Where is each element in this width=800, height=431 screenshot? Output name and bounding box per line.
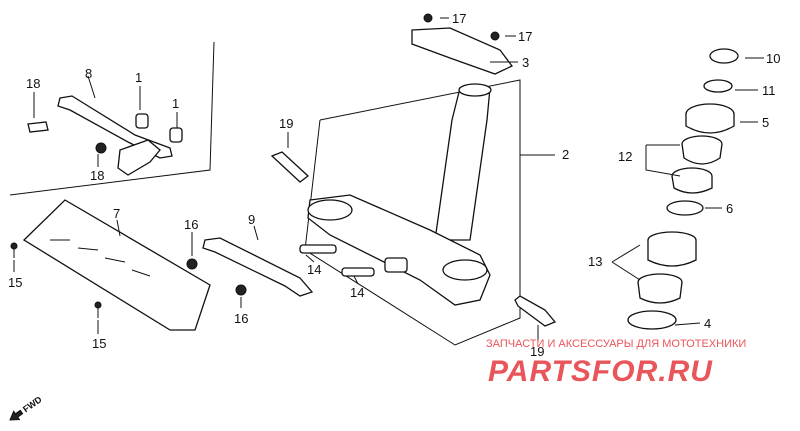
callout-8: 8 — [85, 66, 92, 81]
callout-15b: 15 — [92, 336, 106, 351]
callout-4: 4 — [704, 316, 711, 331]
callout-1b: 1 — [172, 96, 179, 111]
part-lower-bracket — [186, 237, 314, 297]
callout-19a: 19 — [279, 116, 293, 131]
part-headlight-bracket — [27, 95, 183, 176]
callout-19b: 19 — [530, 344, 544, 359]
callout-5: 5 — [762, 115, 769, 130]
callout-17b: 17 — [518, 29, 532, 44]
fwd-arrow-icon — [9, 409, 24, 421]
callout-7: 7 — [113, 206, 120, 221]
watermark: ЗАПЧАСТИ И АКСЕССУАРЫ ДЛЯ МОТОТЕХНИКИ PA… — [486, 338, 746, 388]
callout-2: 2 — [562, 147, 569, 162]
callout-15a: 15 — [8, 275, 22, 290]
callout-16a: 16 — [184, 217, 198, 232]
part-upper-plate — [411, 13, 513, 75]
callout-1a: 1 — [135, 70, 142, 85]
callout-14a: 14 — [307, 262, 321, 277]
leader-lines — [13, 17, 764, 342]
callout-16b: 16 — [234, 311, 248, 326]
callout-9: 9 — [248, 212, 255, 227]
watermark-caption: ЗАПЧАСТИ И АКСЕССУАРЫ ДЛЯ МОТОТЕХНИКИ — [486, 338, 746, 350]
callout-11: 11 — [762, 83, 776, 98]
callout-18b: 18 — [90, 168, 104, 183]
part-small-bolts — [10, 242, 102, 318]
callout-13: 13 — [588, 254, 602, 269]
fwd-label: FWD — [21, 394, 44, 414]
callout-3: 3 — [522, 55, 529, 70]
callout-18a: 18 — [26, 76, 40, 91]
part-stem-bolts — [270, 151, 557, 327]
part-emblem-panel — [22, 199, 211, 331]
callout-labels: 1 1 2 3 4 5 6 7 8 9 10 11 12 13 14 14 15… — [8, 11, 780, 359]
part-steering-stem — [299, 83, 492, 306]
fwd-direction-marker: FWD — [9, 394, 44, 421]
callout-14b: 14 — [350, 285, 364, 300]
callout-12: 12 — [618, 149, 632, 164]
callout-6: 6 — [726, 201, 733, 216]
part-bearing-stack — [627, 48, 739, 330]
callout-10: 10 — [766, 51, 780, 66]
watermark-brand: PARTSFOR.RU — [488, 355, 713, 388]
callout-17a: 17 — [452, 11, 466, 26]
